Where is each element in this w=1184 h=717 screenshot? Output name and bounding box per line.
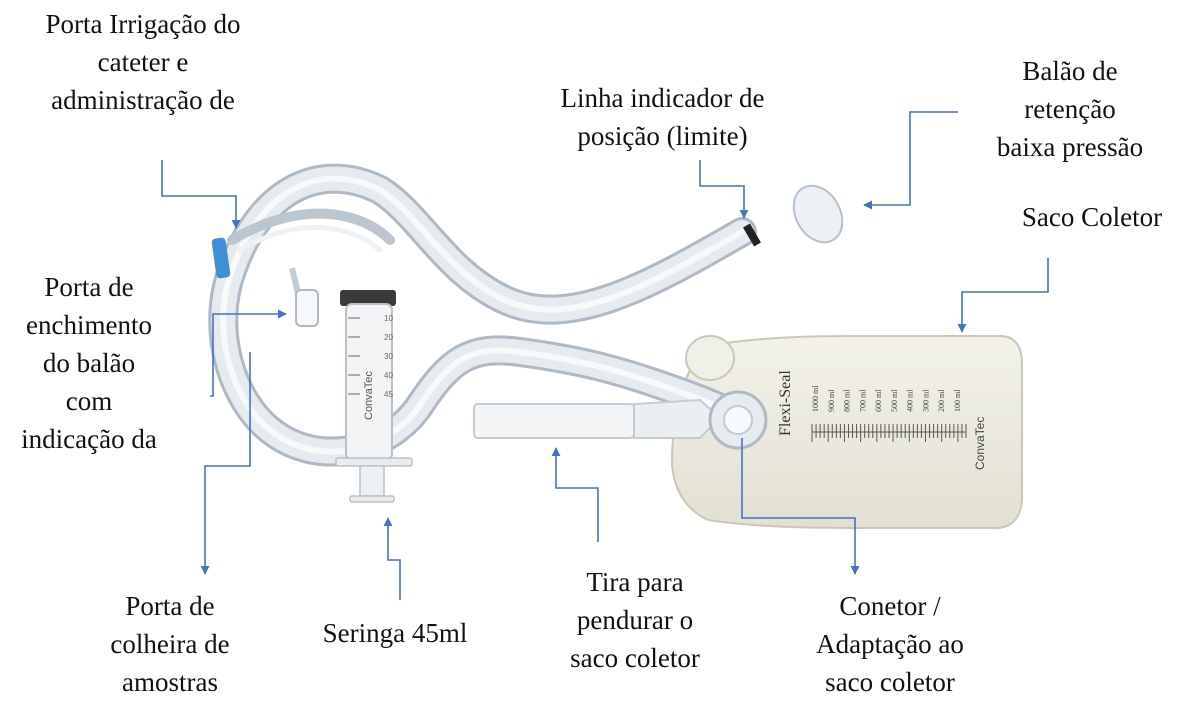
label-syringe: Seringa 45ml — [322, 618, 468, 648]
collection-bag: 1000 ml 900 ml 800 ml 700 ml 600 ml 500 ml 400… — [670, 335, 1023, 529]
bag-scale-label: 100 ml — [953, 389, 962, 412]
irrigation-port — [211, 237, 231, 279]
pointer-hanging-strap — [551, 447, 599, 542]
label-hanging-strap: Tira para pendurar o saco coletor — [570, 567, 700, 673]
hanging-strap — [473, 398, 722, 439]
pointer-connector — [741, 438, 860, 575]
syringe-scale: 10 20 30 40 45 — [348, 314, 393, 399]
bag-scale-label: 700 ml — [858, 389, 867, 412]
bag-scale-label: 1000 ml — [811, 385, 820, 412]
bag-scale-label: 200 ml — [937, 389, 946, 412]
pointer-retention-balloon — [863, 111, 958, 210]
retention-balloon — [743, 184, 844, 247]
pointer-balloon-fill-port — [210, 309, 287, 397]
syringe-scale-label: 30 — [384, 352, 393, 361]
position-indicator-band — [743, 223, 761, 247]
syringe-scale-label: 45 — [384, 390, 393, 399]
pointer-irrigation-port — [161, 160, 241, 229]
bag-scale-label: 400 ml — [906, 389, 915, 412]
bag-scale-label: 900 ml — [827, 389, 836, 412]
label-position-line: Linha indicador de posição (limite) — [560, 83, 765, 151]
bag-brand-text: Flexi-Seal — [777, 370, 794, 436]
label-irrigation-port: Porta Irrigação do cateter e administraç… — [45, 9, 241, 115]
pointer-sampling-port — [200, 352, 251, 575]
bag-scale-label: 300 ml — [921, 389, 930, 412]
pointer-collection-bag — [957, 258, 1049, 333]
connector — [708, 390, 768, 450]
label-connector: Conetor / Adaptação ao saco coletor — [816, 591, 964, 697]
balloon-fill-port — [289, 267, 319, 327]
bag-scale-label: 800 ml — [843, 389, 852, 412]
bag-volume-scale: 1000 ml 900 ml 800 ml 700 ml 600 ml 500 ml 400… — [811, 385, 967, 442]
label-balloon-fill-port: Porta de enchimento do balão com indicaç… — [21, 272, 157, 454]
syringe-scale-label: 10 — [384, 314, 393, 323]
bag-scale-label: 600 ml — [874, 389, 883, 412]
pointer-position-line — [699, 160, 749, 219]
pointer-lines — [161, 111, 1049, 600]
catheter-tubing — [208, 163, 757, 467]
label-sampling-port: Porta de colheira de amostras — [110, 591, 230, 697]
label-retention-balloon: Balão de retenção baixa pressão — [996, 56, 1144, 162]
bag-scale-label: 500 ml — [890, 389, 899, 412]
bag-valve-cap — [685, 335, 735, 381]
syringe-scale-label: 20 — [384, 333, 393, 342]
syringe-maker-text: ConvaTec — [363, 371, 375, 420]
label-collection-bag: Saco Coletor — [1021, 202, 1163, 232]
syringe: 10 20 30 40 45 ConvaTec — [335, 290, 413, 503]
syringe-scale-label: 40 — [384, 371, 393, 380]
pointer-syringe — [383, 517, 401, 600]
bag-maker-text: ConvaTec — [973, 417, 987, 470]
